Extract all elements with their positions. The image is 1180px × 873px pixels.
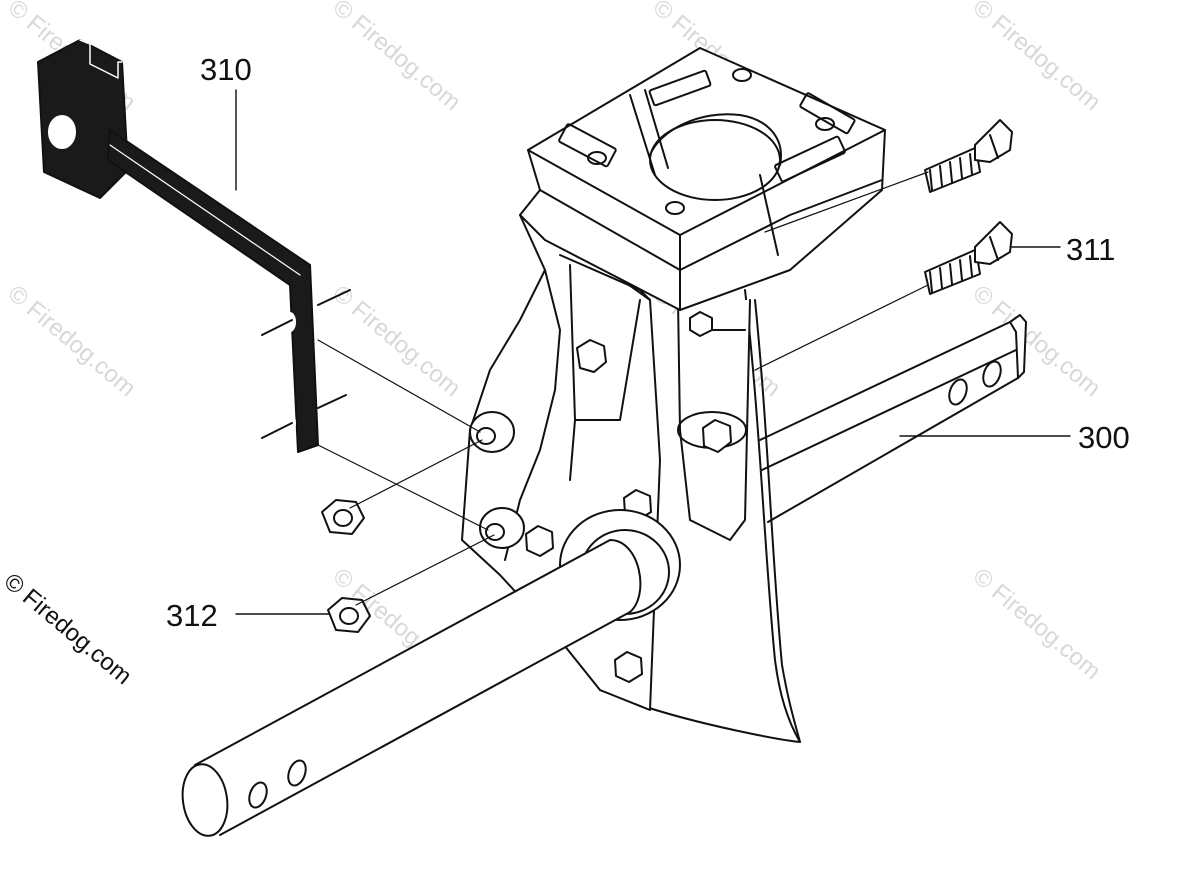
nut-upper	[321, 499, 365, 535]
bracket-assembly	[37, 39, 351, 453]
shaft-rear-segment	[759, 314, 1027, 523]
callout-leaders	[235, 89, 1071, 615]
callout-311: 311	[1066, 232, 1116, 267]
shaft-front-segment	[181, 539, 642, 837]
callout-310: 310	[200, 52, 252, 87]
callout-312: 312	[166, 598, 218, 633]
nut-lower	[327, 597, 371, 633]
callout-300: 300	[1078, 420, 1130, 455]
assembly-lines	[317, 171, 929, 606]
bolt-lower	[924, 221, 1013, 295]
bolt-upper	[924, 119, 1013, 193]
